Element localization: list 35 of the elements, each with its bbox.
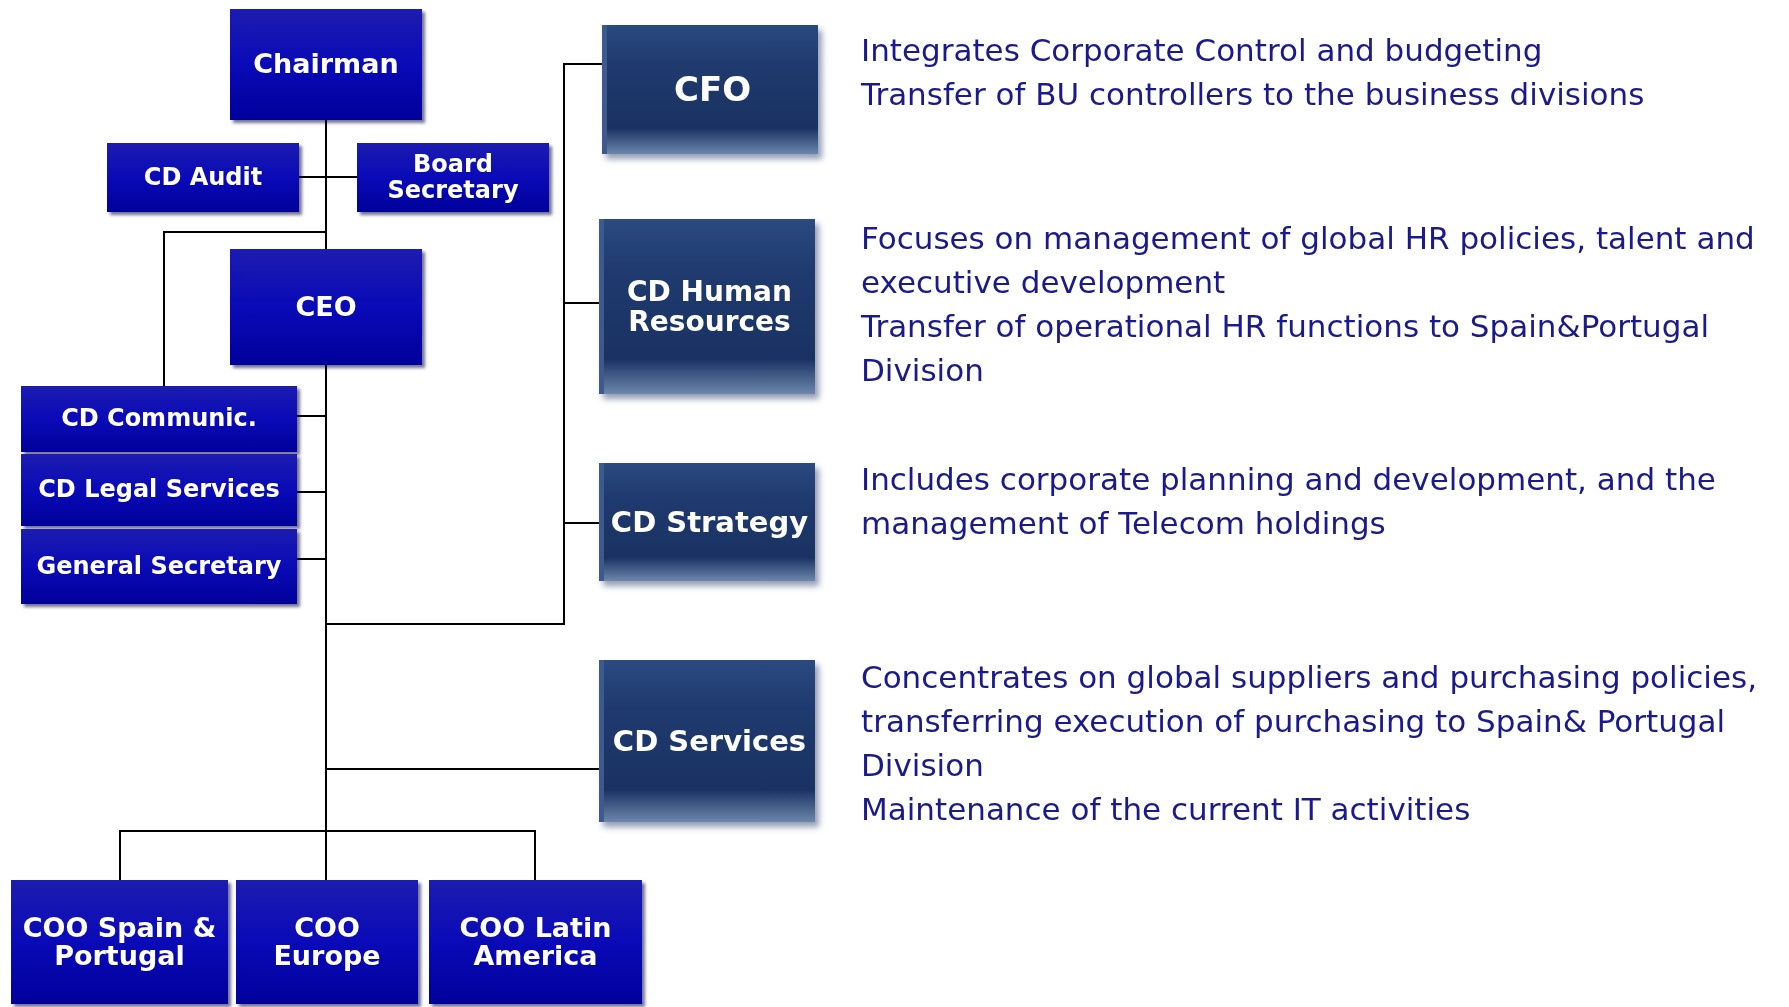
org-box <box>230 9 422 120</box>
box-title: COO Europe <box>272 913 382 971</box>
box-title: CD Human Resources <box>626 277 793 336</box>
org-box <box>107 143 299 212</box>
org-box <box>21 386 297 452</box>
description-text: Transfer of operational HR functions to Spain&Portugal Division <box>861 307 1711 390</box>
org-box <box>599 219 815 394</box>
description-text: Transfer of BU controllers to the business divisions <box>861 75 1646 114</box>
description-text: Focuses on management of global HR policies, talent and executive development <box>861 219 1756 302</box>
box-title: General Secretary <box>36 553 282 580</box>
description-text: Maintenance of the current IT activities <box>861 790 1472 829</box>
org-box <box>230 249 422 365</box>
org-box <box>599 660 815 822</box>
org-box <box>429 880 642 1004</box>
org-box <box>236 880 418 1004</box>
description-text: Integrates Corporate Control and budgeting <box>861 31 1544 70</box>
org-box <box>21 529 297 604</box>
box-title: CEO <box>295 292 357 322</box>
box-title: CD Services <box>612 725 807 757</box>
box-title: Board Secretary <box>386 152 520 203</box>
org-box <box>599 463 815 581</box>
box-title: CD Legal Services <box>38 477 280 503</box>
description-text: Concentrates on global suppliers and purchasing policies, transferring execution of purchasing to Spain& Portugal Division <box>861 658 1759 785</box>
org-box <box>11 880 228 1004</box>
box-title: CD Communic. <box>61 406 257 432</box>
box-title: CFO <box>673 71 752 108</box>
org-box <box>357 143 549 212</box>
box-title: COO Spain & Portugal <box>21 913 218 971</box>
box-title: CD Strategy <box>610 506 809 538</box>
description-text: Includes corporate planning and development, and the management of Telecom holdings <box>861 460 1717 543</box>
org-box <box>21 454 297 526</box>
box-title: COO Latin America <box>458 913 613 971</box>
org-box <box>602 25 818 154</box>
box-title: CD Audit <box>143 164 263 191</box>
box-title: Chairman <box>253 50 399 79</box>
